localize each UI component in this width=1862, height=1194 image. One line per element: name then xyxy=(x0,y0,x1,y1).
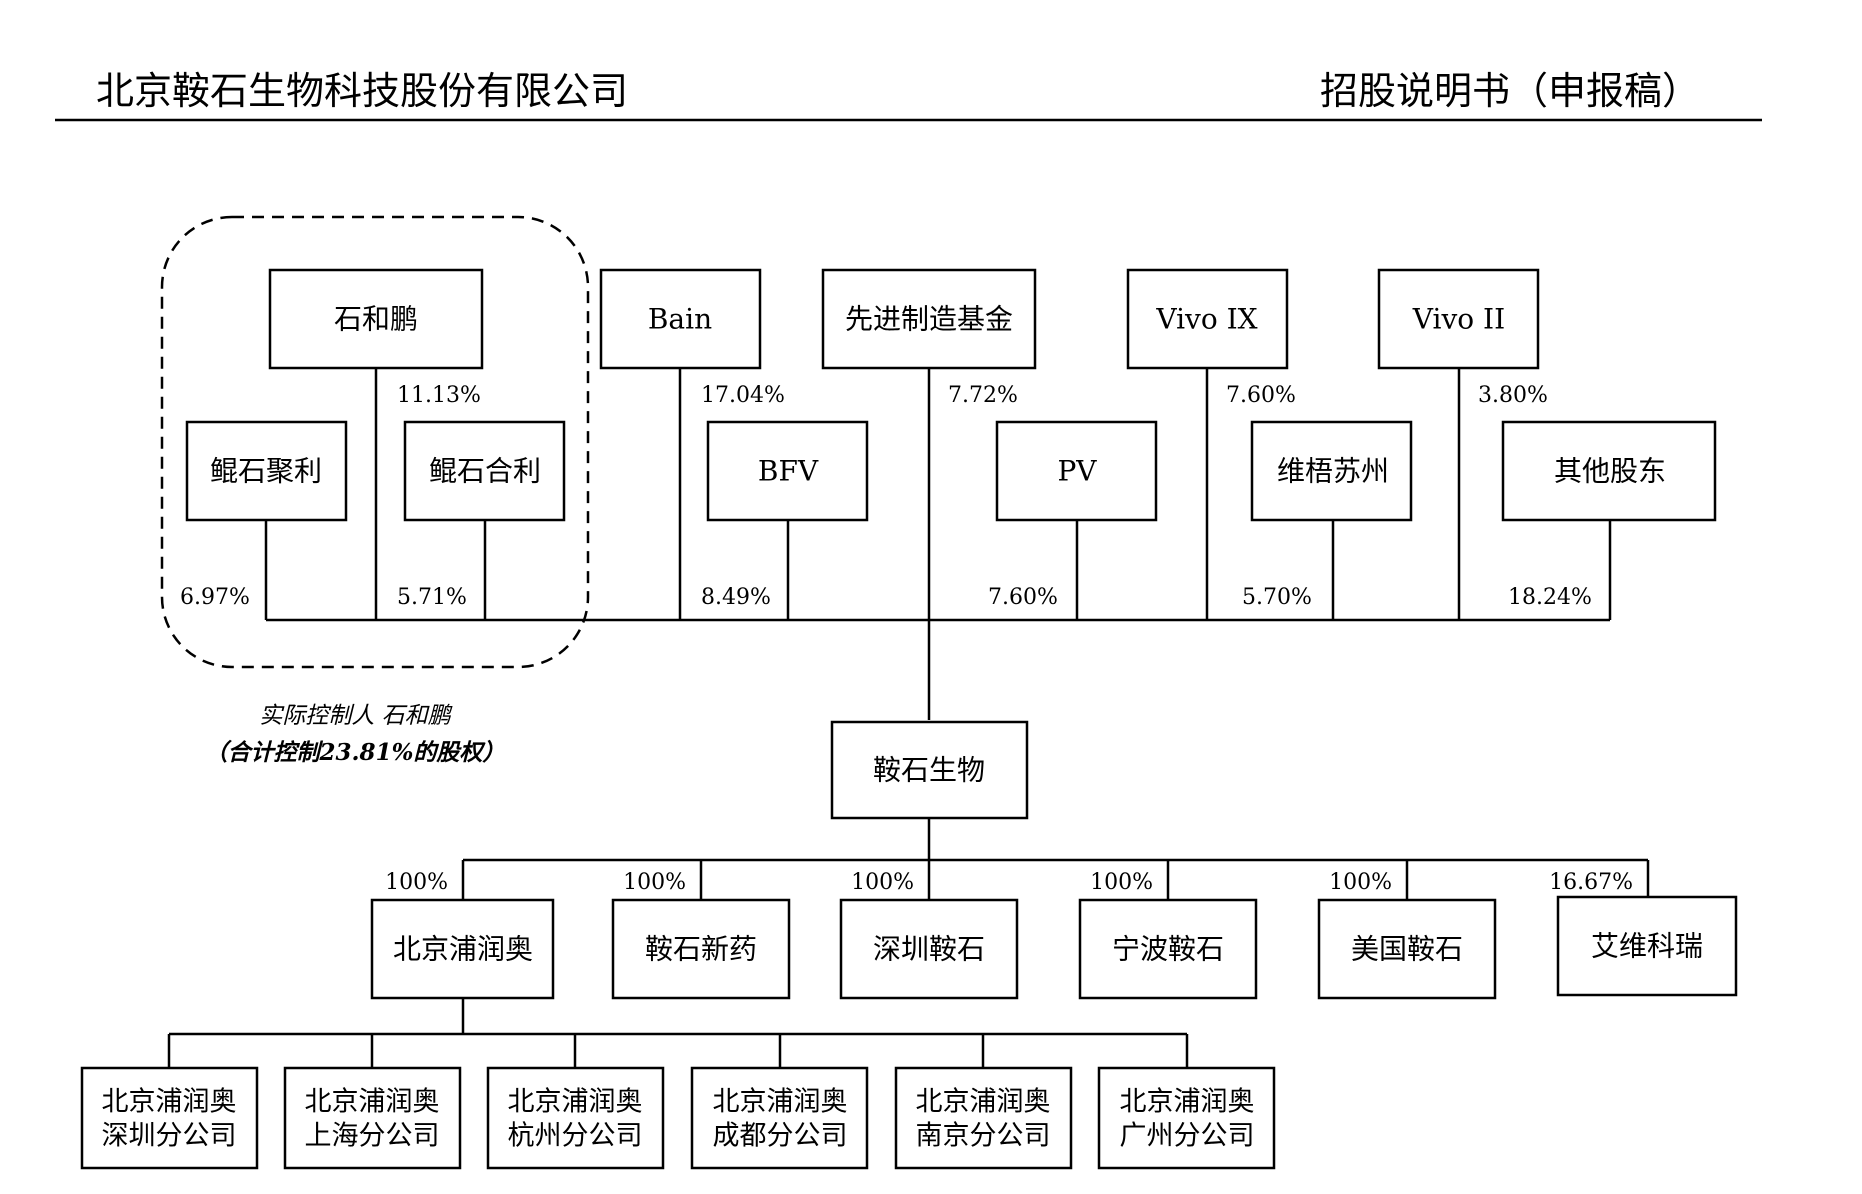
node-box-others xyxy=(1501,420,1717,522)
node-label-ningbo-anshi: 宁波鞍石 xyxy=(1112,933,1224,966)
node-box-branch-hangzhou xyxy=(486,1066,665,1170)
header-document-title: 招股说明书（申报稿） xyxy=(1320,69,1700,113)
branch-shanghai-line2: 上海分公司 xyxy=(305,1121,440,1152)
pct-us-anshi: 100% xyxy=(1329,870,1392,895)
branch-hangzhou-line2: 杭州分公司 xyxy=(508,1121,643,1152)
pct-bain: 17.04% xyxy=(701,383,785,408)
pct-shi-hepeng: 11.13% xyxy=(397,383,481,408)
branch-guangzhou-line1: 北京浦润奥 xyxy=(1120,1087,1255,1118)
branch-shanghai-line1: 北京浦润奥 xyxy=(305,1087,440,1118)
branch-hangzhou-line1: 北京浦润奥 xyxy=(508,1087,643,1118)
node-box-pv xyxy=(995,420,1158,522)
node-label-company: 鞍石生物 xyxy=(873,754,985,787)
branch-nanjing-line1: 北京浦润奥 xyxy=(916,1087,1051,1118)
node-label-kunshi-juli: 鲲石聚利 xyxy=(210,455,322,488)
node-box-vivo-ix xyxy=(1126,268,1289,370)
branch-shenzhen-line1: 北京浦润奥 xyxy=(102,1087,237,1118)
node-box-ningbo-anshi xyxy=(1078,898,1258,1000)
node-box-branch-guangzhou xyxy=(1097,1066,1276,1170)
node-box-bfv xyxy=(706,420,869,522)
node-box-shenzhen-anshi xyxy=(839,898,1019,1000)
node-box-branch-chengdu xyxy=(690,1066,869,1170)
node-box-us-anshi xyxy=(1317,898,1497,1000)
node-label-pv: PV xyxy=(1057,455,1097,488)
pct-bj-purunao: 100% xyxy=(385,870,448,895)
header-company-name: 北京鞍石生物科技股份有限公司 xyxy=(96,69,628,113)
pct-shenzhen-anshi: 100% xyxy=(851,870,914,895)
node-label-shi-hepeng: 石和鹏 xyxy=(334,303,418,336)
node-box-branch-shenzhen xyxy=(80,1066,259,1170)
node-label-aiwei-kerui: 艾维科瑞 xyxy=(1591,930,1703,963)
subsidiary-connectors xyxy=(461,818,1650,900)
branch-chengdu-line1: 北京浦润奥 xyxy=(713,1087,848,1118)
node-box-bain xyxy=(599,268,762,370)
node-label-shenzhen-anshi: 深圳鞍石 xyxy=(873,933,985,966)
node-label-advanced-fund: 先进制造基金 xyxy=(845,303,1013,336)
pct-others: 18.24% xyxy=(1508,585,1592,610)
node-box-branch-nanjing xyxy=(894,1066,1073,1170)
node-box-kunshi-juli xyxy=(185,420,348,522)
branch-guangzhou-line2: 广州分公司 xyxy=(1120,1121,1255,1152)
node-label-us-anshi: 美国鞍石 xyxy=(1351,933,1463,966)
node-box-kunshi-heli xyxy=(403,420,566,522)
pct-weiwu-suzhou: 5.70% xyxy=(1242,585,1312,610)
node-box-aiwei-kerui xyxy=(1556,895,1738,997)
controller-group-outline xyxy=(160,215,590,669)
pct-advanced-fund: 7.72% xyxy=(948,383,1018,408)
node-label-anshi-xinyao: 鞍石新药 xyxy=(645,933,757,966)
pct-ningbo-anshi: 100% xyxy=(1090,870,1153,895)
branch-connectors xyxy=(167,998,1189,1068)
node-label-weiwu-suzhou: 维梧苏州 xyxy=(1277,455,1389,488)
node-box-shi-hepeng xyxy=(268,268,484,370)
node-box-vivo-ii xyxy=(1377,268,1540,370)
node-box-weiwu-suzhou xyxy=(1250,420,1413,522)
pct-bfv: 8.49% xyxy=(701,585,771,610)
pct-anshi-xinyao: 100% xyxy=(623,870,686,895)
node-label-bain: Bain xyxy=(648,303,712,336)
node-box-anshi-xinyao xyxy=(611,898,791,1000)
node-box-bj-purunao xyxy=(370,898,555,1000)
pct-vivo-ix: 7.60% xyxy=(1226,383,1296,408)
node-label-kunshi-heli: 鲲石合利 xyxy=(429,455,541,488)
pct-aiwei-kerui: 16.67% xyxy=(1549,870,1633,895)
node-label-vivo-ix: Vivo IX xyxy=(1155,303,1257,336)
node-label-vivo-ii: Vivo II xyxy=(1412,303,1505,336)
branch-nanjing-line2: 南京分公司 xyxy=(916,1121,1051,1152)
pct-kunshi-juli: 6.97% xyxy=(180,585,250,610)
node-box-company xyxy=(830,720,1029,820)
node-box-advanced-fund xyxy=(821,268,1037,370)
node-label-others: 其他股东 xyxy=(1554,455,1666,488)
pct-kunshi-heli: 5.71% xyxy=(397,585,467,610)
node-label-bfv: BFV xyxy=(758,455,819,488)
node-label-bj-purunao: 北京浦润奥 xyxy=(393,933,533,966)
node-box-branch-shanghai xyxy=(283,1066,462,1170)
pct-vivo-ii: 3.80% xyxy=(1478,383,1548,408)
pct-pv: 7.60% xyxy=(988,585,1058,610)
shareholder-connectors xyxy=(264,368,1612,720)
branch-chengdu-line2: 成都分公司 xyxy=(713,1121,848,1152)
controller-note-line2: （合计控制23.81%的股权） xyxy=(205,739,506,766)
controller-note-line1: 实际控制人 石和鹏 xyxy=(259,703,452,729)
branch-shenzhen-line2: 深圳分公司 xyxy=(102,1121,237,1152)
